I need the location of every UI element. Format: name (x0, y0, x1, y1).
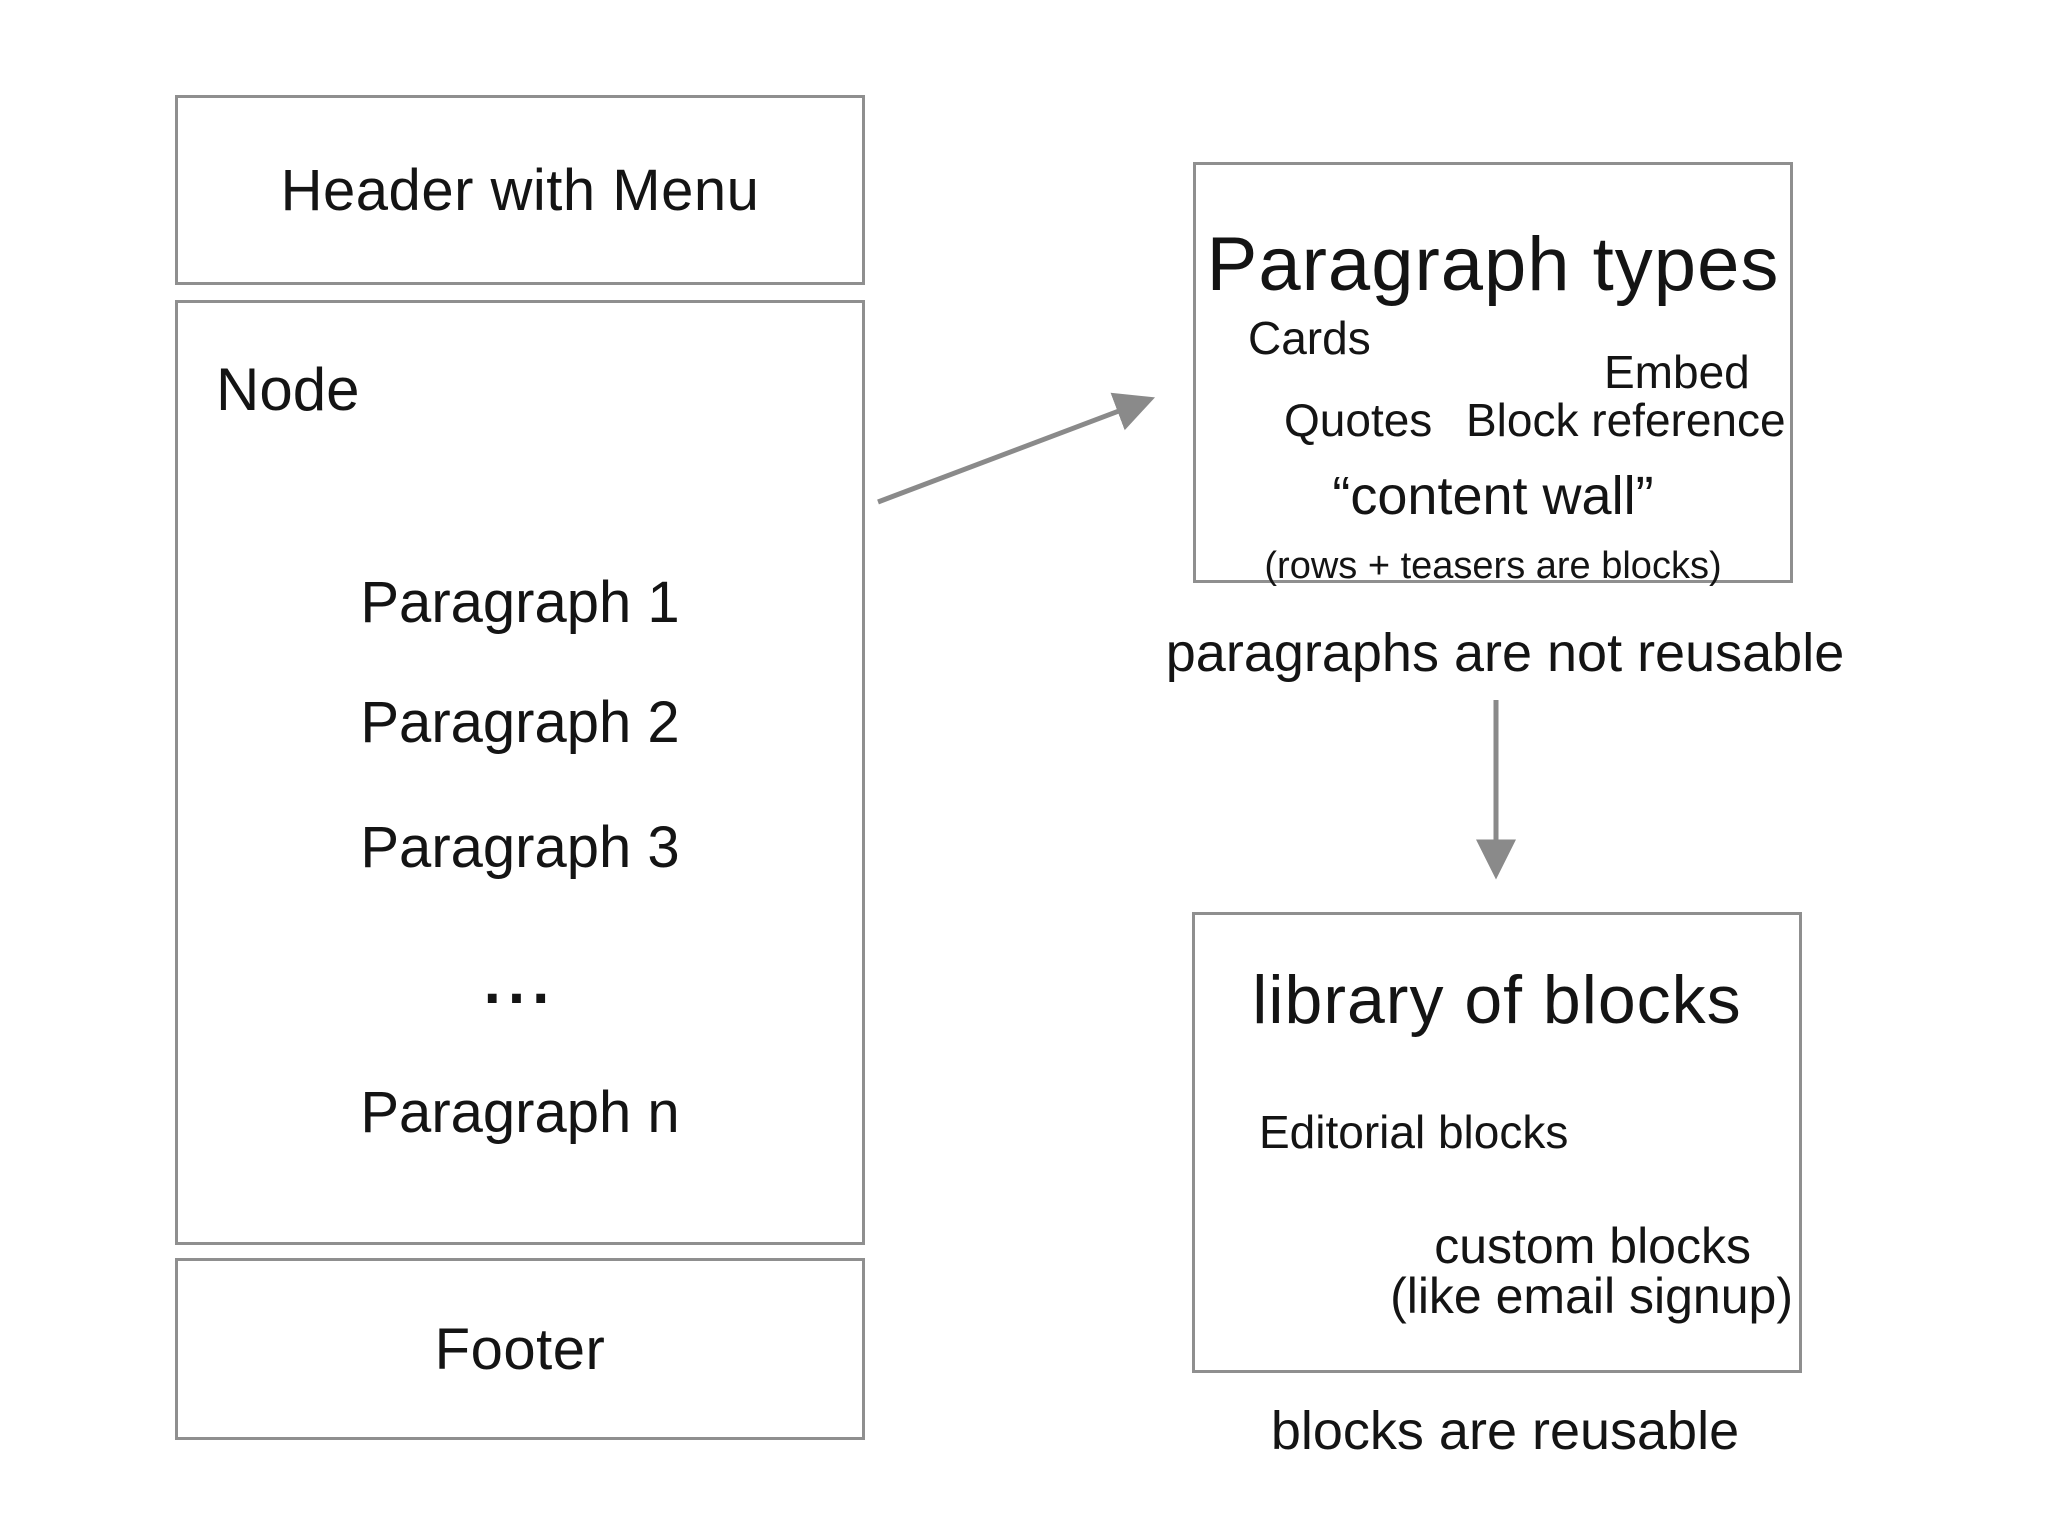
paragraph-row-n: Paragraph n (360, 1080, 680, 1145)
node-box-label: Node (216, 356, 360, 423)
paragraph-types-title: Paragraph types (1206, 222, 1780, 307)
library-item-custom-blocks: custom blocks (1434, 1218, 1751, 1274)
arrow-node-to-paragraph-types (877, 392, 1156, 505)
blocks-reusable-caption: blocks are reusable (1270, 1401, 1740, 1461)
paragraph-type-block-reference: Block reference (1466, 394, 1786, 446)
paragraph-type-quotes: Quotes (1284, 394, 1433, 446)
node-box: Node Paragraph 1 Paragraph 2 Paragraph 3… (175, 300, 865, 1245)
paragraph-ellipsis: ... (483, 948, 557, 1017)
paragraph-row-1: Paragraph 1 (360, 570, 680, 635)
library-of-blocks-title: library of blocks (1252, 962, 1742, 1038)
paragraph-row-2: Paragraph 2 (360, 690, 680, 755)
paragraph-type-content-wall: “content wall” (1332, 466, 1654, 526)
library-item-editorial-blocks: Editorial blocks (1259, 1106, 1569, 1158)
paragraph-type-embed: Embed (1604, 346, 1750, 398)
library-item-custom-blocks-note: (like email signup) (1390, 1268, 1793, 1324)
header-box-label: Header with Menu (280, 157, 760, 223)
footer-box-label: Footer (434, 1316, 606, 1382)
paragraph-type-cards: Cards (1248, 312, 1371, 364)
paragraphs-not-reusable-caption: paragraphs are not reusable (1165, 623, 1845, 683)
library-of-blocks-box: library of blocks Editorial blocks custo… (1192, 912, 1802, 1373)
paragraph-types-note: (rows + teasers are blocks) (1264, 545, 1722, 587)
footer-box: Footer (175, 1258, 865, 1440)
paragraph-row-3: Paragraph 3 (360, 815, 680, 880)
header-box: Header with Menu (175, 95, 865, 285)
paragraph-types-box: Paragraph types Cards Embed Quotes Block… (1193, 162, 1793, 587)
